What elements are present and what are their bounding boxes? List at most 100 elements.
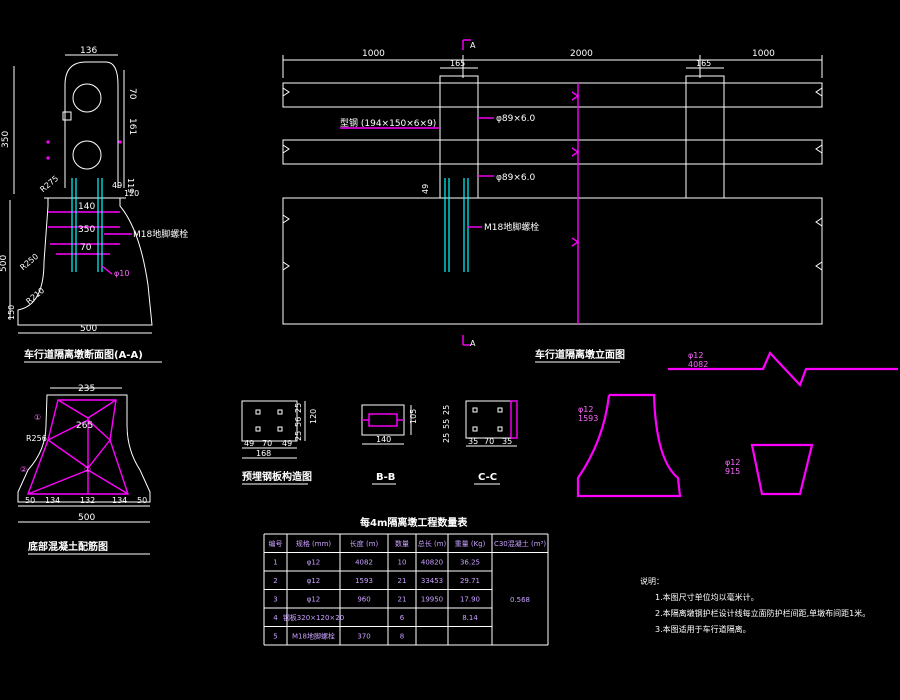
bb-width: 140: [376, 435, 391, 444]
post-right: [685, 75, 725, 199]
table-cell: 21: [398, 577, 407, 585]
table-cell: φ12: [307, 577, 321, 585]
dim-total-height: 350: [1, 131, 11, 148]
table-cell: 36.25: [460, 559, 480, 567]
plate-d1: 49: [244, 439, 254, 448]
rail-label: 型钢 (194×150×6×9): [340, 117, 436, 129]
rebar-left-length: 1593: [578, 414, 598, 423]
cc-d3: 35: [502, 437, 512, 446]
dim-49: 49: [112, 181, 122, 190]
bb-height: 105: [409, 409, 418, 424]
table-cell: 8.14: [462, 614, 478, 622]
rebar-dot-1: [46, 140, 50, 144]
bb-pipe: [368, 413, 398, 427]
top-rail: [282, 82, 823, 108]
pipe-bottom-label: φ89×6.0: [496, 173, 536, 183]
cc-outline: [465, 400, 512, 439]
plan-dim-seg2: 132: [80, 496, 95, 505]
plan-title: 底部混凝土配筋图: [28, 540, 108, 553]
plan-dim-seg3: 134: [112, 496, 127, 505]
table-cell: 21: [398, 596, 407, 604]
table-cell: 10: [398, 559, 407, 567]
notes-heading: 说明：: [640, 576, 664, 586]
note-1: 1.本图尺寸单位均以毫米计。: [655, 592, 759, 602]
cc-v3: 25: [442, 433, 451, 443]
section-view: 136 350 70 161 49 119 120 140 350 70 500…: [0, 46, 188, 363]
base-outline: [17, 197, 153, 326]
rebar-dot-3: [118, 140, 122, 144]
table-cell: 5: [273, 633, 277, 641]
table-header-cell: 重量 (Kg): [455, 540, 486, 548]
middle-rail: [282, 139, 823, 165]
plate-v2: 56: [294, 417, 303, 427]
plan-dim-mid-value: 265: [76, 421, 93, 431]
rebar-left-label: φ12: [578, 405, 593, 414]
elev-dim-left: 1000: [362, 49, 385, 59]
table-header-cell: C30混凝土 (m³): [494, 539, 546, 548]
table-cell: 钢板320×120×20: [283, 613, 344, 622]
plan-dim-right: 50: [137, 496, 147, 505]
table-grid: 编号规格 (mm)长度 (m)数量总长 (m)重量 (Kg)C30混凝土 (m³…: [263, 533, 549, 646]
table-title: 每4m隔离墩工程数量表: [360, 516, 468, 529]
elev-dim-middle: 2000: [570, 49, 593, 59]
plate-outline: [241, 400, 298, 442]
plate-title: 预埋钢板构造图: [242, 470, 312, 483]
plan-dim-left: 50: [25, 496, 35, 505]
dim-161: 161: [127, 118, 137, 135]
post-left: [439, 75, 479, 199]
table-cell: 29.71: [460, 577, 480, 585]
table-cell: 6: [400, 614, 405, 622]
table-header-cell: 数量: [395, 539, 409, 548]
radius-a: R250: [18, 252, 40, 272]
elevation-view: 1000 2000 1000 165 165 A A 49: [282, 39, 823, 363]
plan-mark-b: ②: [20, 465, 27, 474]
table-cell: 370: [357, 633, 370, 641]
note-2: 2.本隔离墩钢护栏设计线每立面防护栏间距,单墩布间距1米。: [655, 608, 870, 618]
rebar-right-label: φ12: [725, 458, 740, 467]
plan-outline: [17, 394, 151, 503]
post-dim-left-value: 165: [450, 59, 465, 68]
rebar-dot-2: [46, 156, 50, 160]
joint-line: [571, 83, 580, 324]
table-cell: 4: [273, 614, 278, 622]
dim-120: 120: [124, 189, 139, 198]
plan-dim-top-value: 235: [78, 384, 95, 394]
dim-119: 119: [126, 178, 135, 193]
post-dim-right-value: 165: [696, 59, 711, 68]
plan-view: 235 265 R256 ① ② ① 50 134 132 134 50 500…: [17, 384, 151, 555]
table-cell: 40820: [421, 559, 443, 567]
dim-150: 150: [7, 305, 16, 320]
table-cell: 8: [400, 633, 404, 641]
table-cell: φ12: [307, 596, 321, 604]
table-cell: 4082: [355, 559, 373, 567]
note-3: 3.本图适用于车行道隔离。: [655, 624, 751, 634]
rebar-top-label: φ12: [688, 351, 703, 360]
pipe-hole-bottom: [72, 140, 102, 170]
cc-flange: [510, 400, 518, 439]
table-concrete-cell: 0.568: [510, 596, 530, 604]
table-cell: M18地脚螺栓: [292, 632, 335, 641]
elev-dim-49: 49: [421, 184, 430, 194]
rebar-leader: [101, 265, 113, 275]
table-cell: 3: [273, 596, 277, 604]
rebar-right-length: 915: [725, 467, 740, 476]
plan-rebar-web: [27, 399, 129, 495]
plan-mark-a: ①: [34, 413, 41, 422]
cc-v2: 55: [442, 419, 451, 429]
rebar-shapes: φ12 4082 φ12 1593 φ12 915: [576, 351, 898, 498]
dim-70b: 70: [80, 243, 92, 253]
table-header-cell: 长度 (m): [350, 539, 379, 548]
table-cell: 19950: [421, 596, 443, 604]
dim-140: 140: [78, 202, 95, 212]
quantity-table: 每4m隔离墩工程数量表 编号规格 (mm)长度 (m)数量总长 (m)重量 (K…: [263, 516, 549, 646]
table-header-cell: 编号: [269, 539, 283, 548]
plan-dim-radius: R256: [26, 434, 47, 443]
table-header-cell: 总长 (m): [418, 539, 447, 548]
cc-d1: 35: [468, 437, 478, 446]
post-outline: [64, 61, 119, 188]
pipe-hole-top: [72, 83, 102, 113]
elevation-title: 车行道隔离墩立面图: [535, 348, 625, 361]
table-cell: 17.90: [460, 596, 480, 604]
dim-70: 70: [127, 88, 137, 100]
